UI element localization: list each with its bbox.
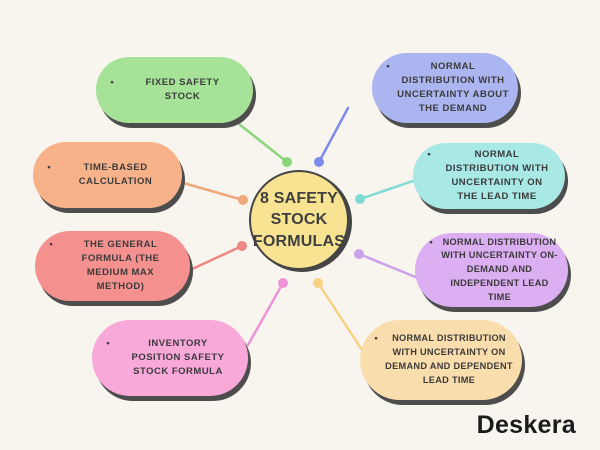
deskera-logo: Deskera [476, 411, 576, 439]
connector-line-inventory-position [246, 281, 285, 347]
connector-line-time-based-calculation [178, 180, 245, 202]
node-label-wrap: INVENTORY POSITION SAFETY STOCK FORMULA [116, 337, 240, 380]
node-content: • INVENTORY POSITION SAFETY STOCK FORMUL… [100, 337, 240, 380]
node-label-wrap: NORMAL DISTRIBUTION WITH UNCERTAINTY ON-… [439, 236, 560, 305]
connector-line-dependent-lead-time [316, 281, 364, 352]
node-label-wrap: NORMAL DISTRIBUTION WITH UNCERTAINTY ABO… [396, 60, 510, 117]
node-content: • NORMAL DISTRIBUTION WITH UNCERTAINTY O… [423, 236, 560, 305]
bullet-icon: • [110, 76, 114, 88]
node-content: • NORMAL DISTRIBUTION WITH UNCERTAINTY O… [368, 332, 514, 387]
node-label: NORMAL DISTRIBUTION WITH UNCERTAINTY ON … [445, 148, 549, 203]
node-time-based-calculation: • TIME-BASED CALCULATION [33, 142, 182, 208]
node-dependent-lead-time: • NORMAL DISTRIBUTION WITH UNCERTAINTY O… [360, 320, 522, 400]
central-topic-label: 8 SAFETY STOCK FORMULAS [252, 189, 346, 250]
node-uncertainty-lead-time: • NORMAL DISTRIBUTION WITH UNCERTAINTY O… [413, 143, 565, 209]
node-content: • TIME-BASED CALCULATION [41, 161, 174, 190]
connector-dot-uncertainty-lead-time [355, 194, 365, 204]
node-general-formula: • THE GENERAL FORMULA (THE MEDIUM MAX ME… [35, 231, 190, 301]
node-label: INVENTORY POSITION SAFETY STOCK FORMULA [131, 337, 225, 378]
node-label: NORMAL DISTRIBUTION WITH UNCERTAINTY ON … [385, 333, 513, 385]
bullet-icon: • [49, 238, 53, 250]
connector-dot-inventory-position [278, 278, 288, 288]
connector-line-uncertainty-about-demand [317, 106, 350, 164]
node-label: TIME-BASED CALCULATION [78, 161, 153, 187]
node-content: • THE GENERAL FORMULA (THE MEDIUM MAX ME… [43, 238, 182, 295]
node-label: FIXED SAFETY STOCK [145, 76, 220, 102]
node-content: • NORMAL DISTRIBUTION WITH UNCERTAINTY A… [380, 60, 510, 117]
node-content: • FIXED SAFETY STOCK [104, 76, 245, 105]
node-uncertainty-about-demand: • NORMAL DISTRIBUTION WITH UNCERTAINTY A… [372, 53, 518, 123]
node-label-wrap: TIME-BASED CALCULATION [57, 161, 174, 190]
node-label: NORMAL DISTRIBUTION WITH UNCERTAINTY ON-… [441, 236, 558, 302]
connector-line-independent-lead-time [357, 252, 420, 280]
central-topic-node: 8 SAFETY STOCK FORMULAS [249, 170, 349, 270]
node-label-wrap: FIXED SAFETY STOCK [120, 76, 245, 105]
connector-dot-uncertainty-about-demand [314, 157, 324, 167]
bullet-icon: • [427, 148, 431, 160]
node-label-wrap: NORMAL DISTRIBUTION WITH UNCERTAINTY ON … [437, 148, 557, 205]
node-label: THE GENERAL FORMULA (THE MEDIUM MAX METH… [81, 238, 160, 293]
connector-dot-independent-lead-time [354, 249, 364, 259]
node-independent-lead-time: • NORMAL DISTRIBUTION WITH UNCERTAINTY O… [415, 233, 568, 307]
connector-dot-dependent-lead-time [313, 278, 323, 288]
connector-dot-general-formula [237, 241, 247, 251]
bullet-icon: • [106, 337, 110, 349]
node-label-wrap: NORMAL DISTRIBUTION WITH UNCERTAINTY ON … [384, 332, 514, 387]
connector-line-uncertainty-lead-time [358, 178, 418, 201]
connector-line-general-formula [188, 244, 244, 272]
node-label-wrap: THE GENERAL FORMULA (THE MEDIUM MAX METH… [59, 238, 182, 295]
node-fixed-safety-stock: • FIXED SAFETY STOCK [96, 57, 253, 123]
node-content: • NORMAL DISTRIBUTION WITH UNCERTAINTY O… [421, 148, 557, 205]
node-inventory-position: • INVENTORY POSITION SAFETY STOCK FORMUL… [92, 320, 248, 396]
bullet-icon: • [374, 333, 378, 345]
bullet-icon: • [429, 236, 433, 248]
connector-dot-fixed-safety-stock [282, 157, 292, 167]
node-label: NORMAL DISTRIBUTION WITH UNCERTAINTY ABO… [397, 60, 509, 115]
bullet-icon: • [386, 60, 390, 72]
connector-dot-time-based-calculation [238, 195, 248, 205]
bullet-icon: • [47, 161, 51, 173]
